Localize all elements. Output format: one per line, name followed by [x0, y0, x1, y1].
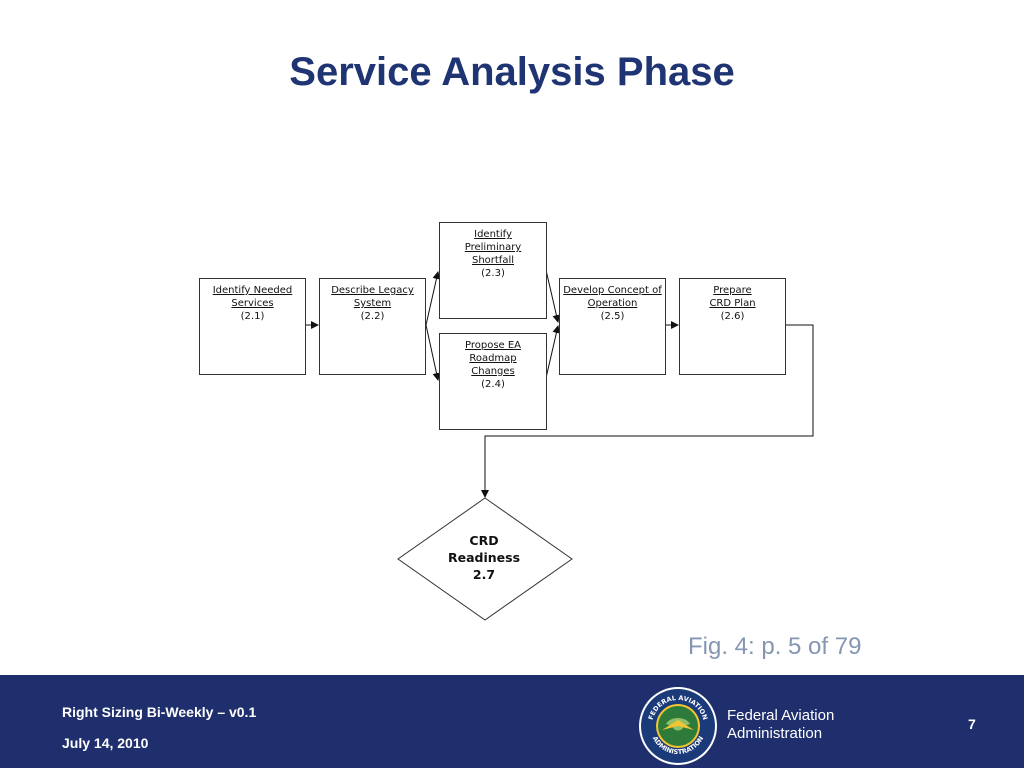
footer-bar: Right Sizing Bi-Weekly – v0.1 July 14, 2…: [0, 675, 1024, 768]
node-code: (2.5): [600, 311, 625, 322]
node-code: (2.2): [360, 311, 385, 322]
figure-caption: Fig. 4: p. 5 of 79: [688, 633, 862, 660]
node-label: Identify Needed Services: [212, 285, 293, 309]
node-label: Propose EA Roadmap Changes: [464, 340, 522, 377]
node-code: (2.4): [481, 379, 505, 390]
presentation-date: July 14, 2010: [62, 735, 149, 751]
edge-2-2-to-2-4: [425, 324, 441, 381]
node-label: Describe Legacy System: [331, 285, 414, 309]
node-label: Identify Preliminary Shortfall: [464, 229, 522, 266]
node-code: (2.1): [240, 311, 265, 322]
node-identify-preliminary-shortfall: Identify Preliminary Shortfall (2.3): [439, 222, 547, 319]
presentation-name: Right Sizing Bi-Weekly – v0.1: [62, 704, 257, 720]
node-prepare-crd-plan: Prepare CRD Plan (2.6): [679, 278, 786, 375]
edge-2-3-to-2-5: [545, 269, 561, 323]
node-label: Prepare CRD Plan: [709, 285, 756, 309]
organization-name: Federal Aviation Administration: [727, 707, 834, 743]
edge-2-6-to-2-7: [481, 324, 814, 498]
decision-line-2: Readiness: [447, 550, 521, 565]
page-number: 7: [968, 716, 976, 732]
decision-line-1: CRD: [469, 533, 499, 548]
organization-name-line-1: Federal Aviation: [727, 707, 835, 724]
decision-line-3: 2.7: [472, 567, 496, 582]
node-identify-needed-services: Identify Needed Services (2.1): [199, 278, 306, 375]
node-label: Develop Concept of Operation: [563, 285, 662, 309]
decision-diamond: [397, 497, 573, 621]
node-propose-ea-roadmap-changes: Propose EA Roadmap Changes (2.4): [439, 333, 547, 430]
node-describe-legacy-system: Describe Legacy System (2.2): [319, 278, 426, 375]
node-develop-concept-of-operation: Develop Concept of Operation (2.5): [559, 278, 666, 375]
node-code: (2.3): [481, 268, 505, 279]
page-title: Service Analysis Phase: [289, 50, 735, 94]
edge-2-2-to-2-3: [425, 271, 441, 326]
faa-seal-logo: FEDERAL AVIATION ADMINISTRATION: [639, 687, 717, 765]
edge-2-4-to-2-5: [545, 325, 561, 379]
node-code: (2.6): [720, 311, 745, 322]
decision-label: CRD Readiness 2.7: [424, 532, 544, 583]
organization-name-line-2: Administration: [727, 725, 823, 742]
